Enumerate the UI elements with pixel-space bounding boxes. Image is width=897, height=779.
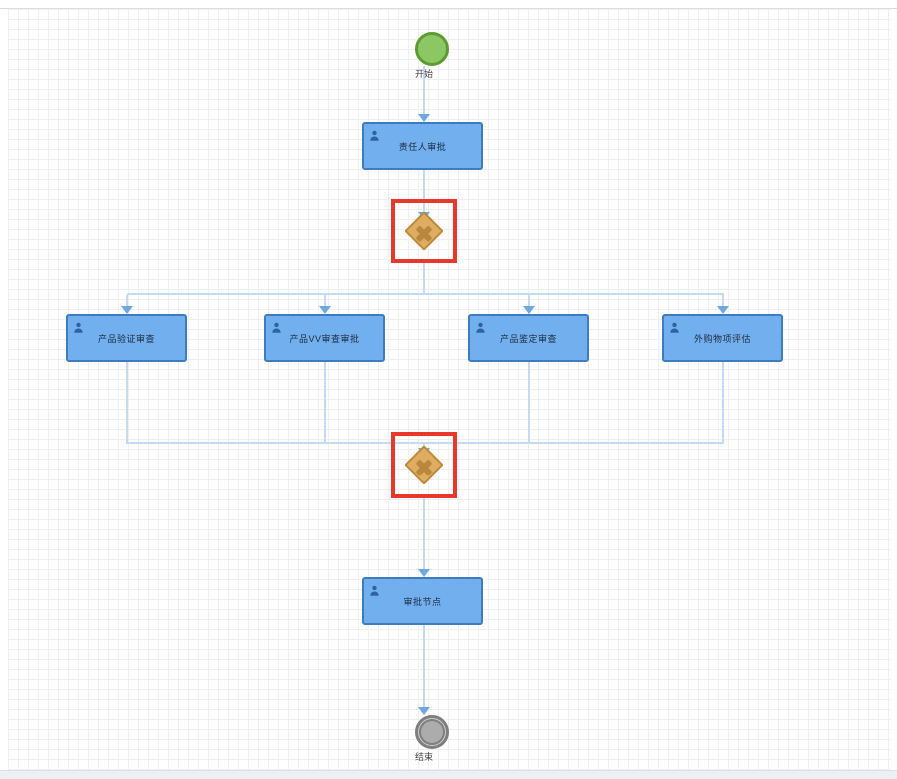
connector-segment [423, 260, 425, 295]
task-node-procured-items-evaluation[interactable]: 外购物项评估 [662, 314, 783, 362]
connector-segment [324, 362, 326, 444]
connector-segment [528, 295, 530, 307]
task-node-owner-approval[interactable]: 责任人审批 [362, 122, 483, 170]
user-icon [369, 128, 380, 141]
task-label: 产品VV审查审批 [289, 333, 360, 344]
horizontal-scrollbar[interactable] [0, 770, 897, 779]
user-icon [73, 320, 84, 333]
task-node-product-verification[interactable]: 产品验证审查 [66, 314, 187, 362]
connector-segment [127, 442, 724, 444]
arrowhead-icon [418, 114, 430, 122]
arrowhead-icon [717, 306, 729, 314]
arrowhead-icon [418, 707, 430, 715]
start-event-label: 开始 [414, 69, 433, 79]
end-event-inner-ring [419, 719, 445, 745]
start-event-node[interactable] [415, 32, 449, 66]
connector-segment [324, 295, 326, 307]
end-event-node[interactable] [415, 715, 449, 749]
user-icon [475, 320, 486, 333]
connector-segment [126, 295, 128, 307]
task-label: 产品鉴定审查 [499, 333, 557, 344]
arrowhead-icon [523, 306, 535, 314]
connector-segment [423, 170, 425, 212]
connector-segment [127, 293, 724, 295]
arrowhead-icon [319, 306, 331, 314]
task-label: 审批节点 [403, 596, 442, 607]
connector-segment [722, 295, 724, 307]
connector-segment [423, 66, 425, 114]
task-node-approval[interactable]: 审批节点 [362, 577, 483, 625]
connector-segment [126, 362, 128, 444]
arrowhead-icon [121, 306, 133, 314]
task-node-product-vv-review[interactable]: 产品VV审查审批 [264, 314, 385, 362]
user-icon [669, 320, 680, 333]
canvas-top-border [0, 8, 897, 9]
task-label: 外购物项评估 [693, 333, 751, 344]
task-label: 产品验证审查 [97, 333, 155, 344]
user-icon [369, 583, 380, 596]
connector-segment [528, 362, 530, 444]
user-icon [271, 320, 282, 333]
end-event-label: 结束 [414, 752, 433, 762]
gateway-join-selection[interactable] [391, 432, 457, 498]
connector-segment [423, 494, 425, 569]
task-label: 责任人审批 [398, 141, 447, 152]
diagram-canvas[interactable]: 开始 责任人审批 产品验证审查 产品VV审查审批 [8, 9, 891, 770]
arrowhead-icon [418, 569, 430, 577]
task-node-product-appraisal[interactable]: 产品鉴定审查 [468, 314, 589, 362]
connector-segment [722, 362, 724, 444]
gateway-split-selection[interactable] [391, 199, 457, 263]
connector-segment [423, 625, 425, 707]
